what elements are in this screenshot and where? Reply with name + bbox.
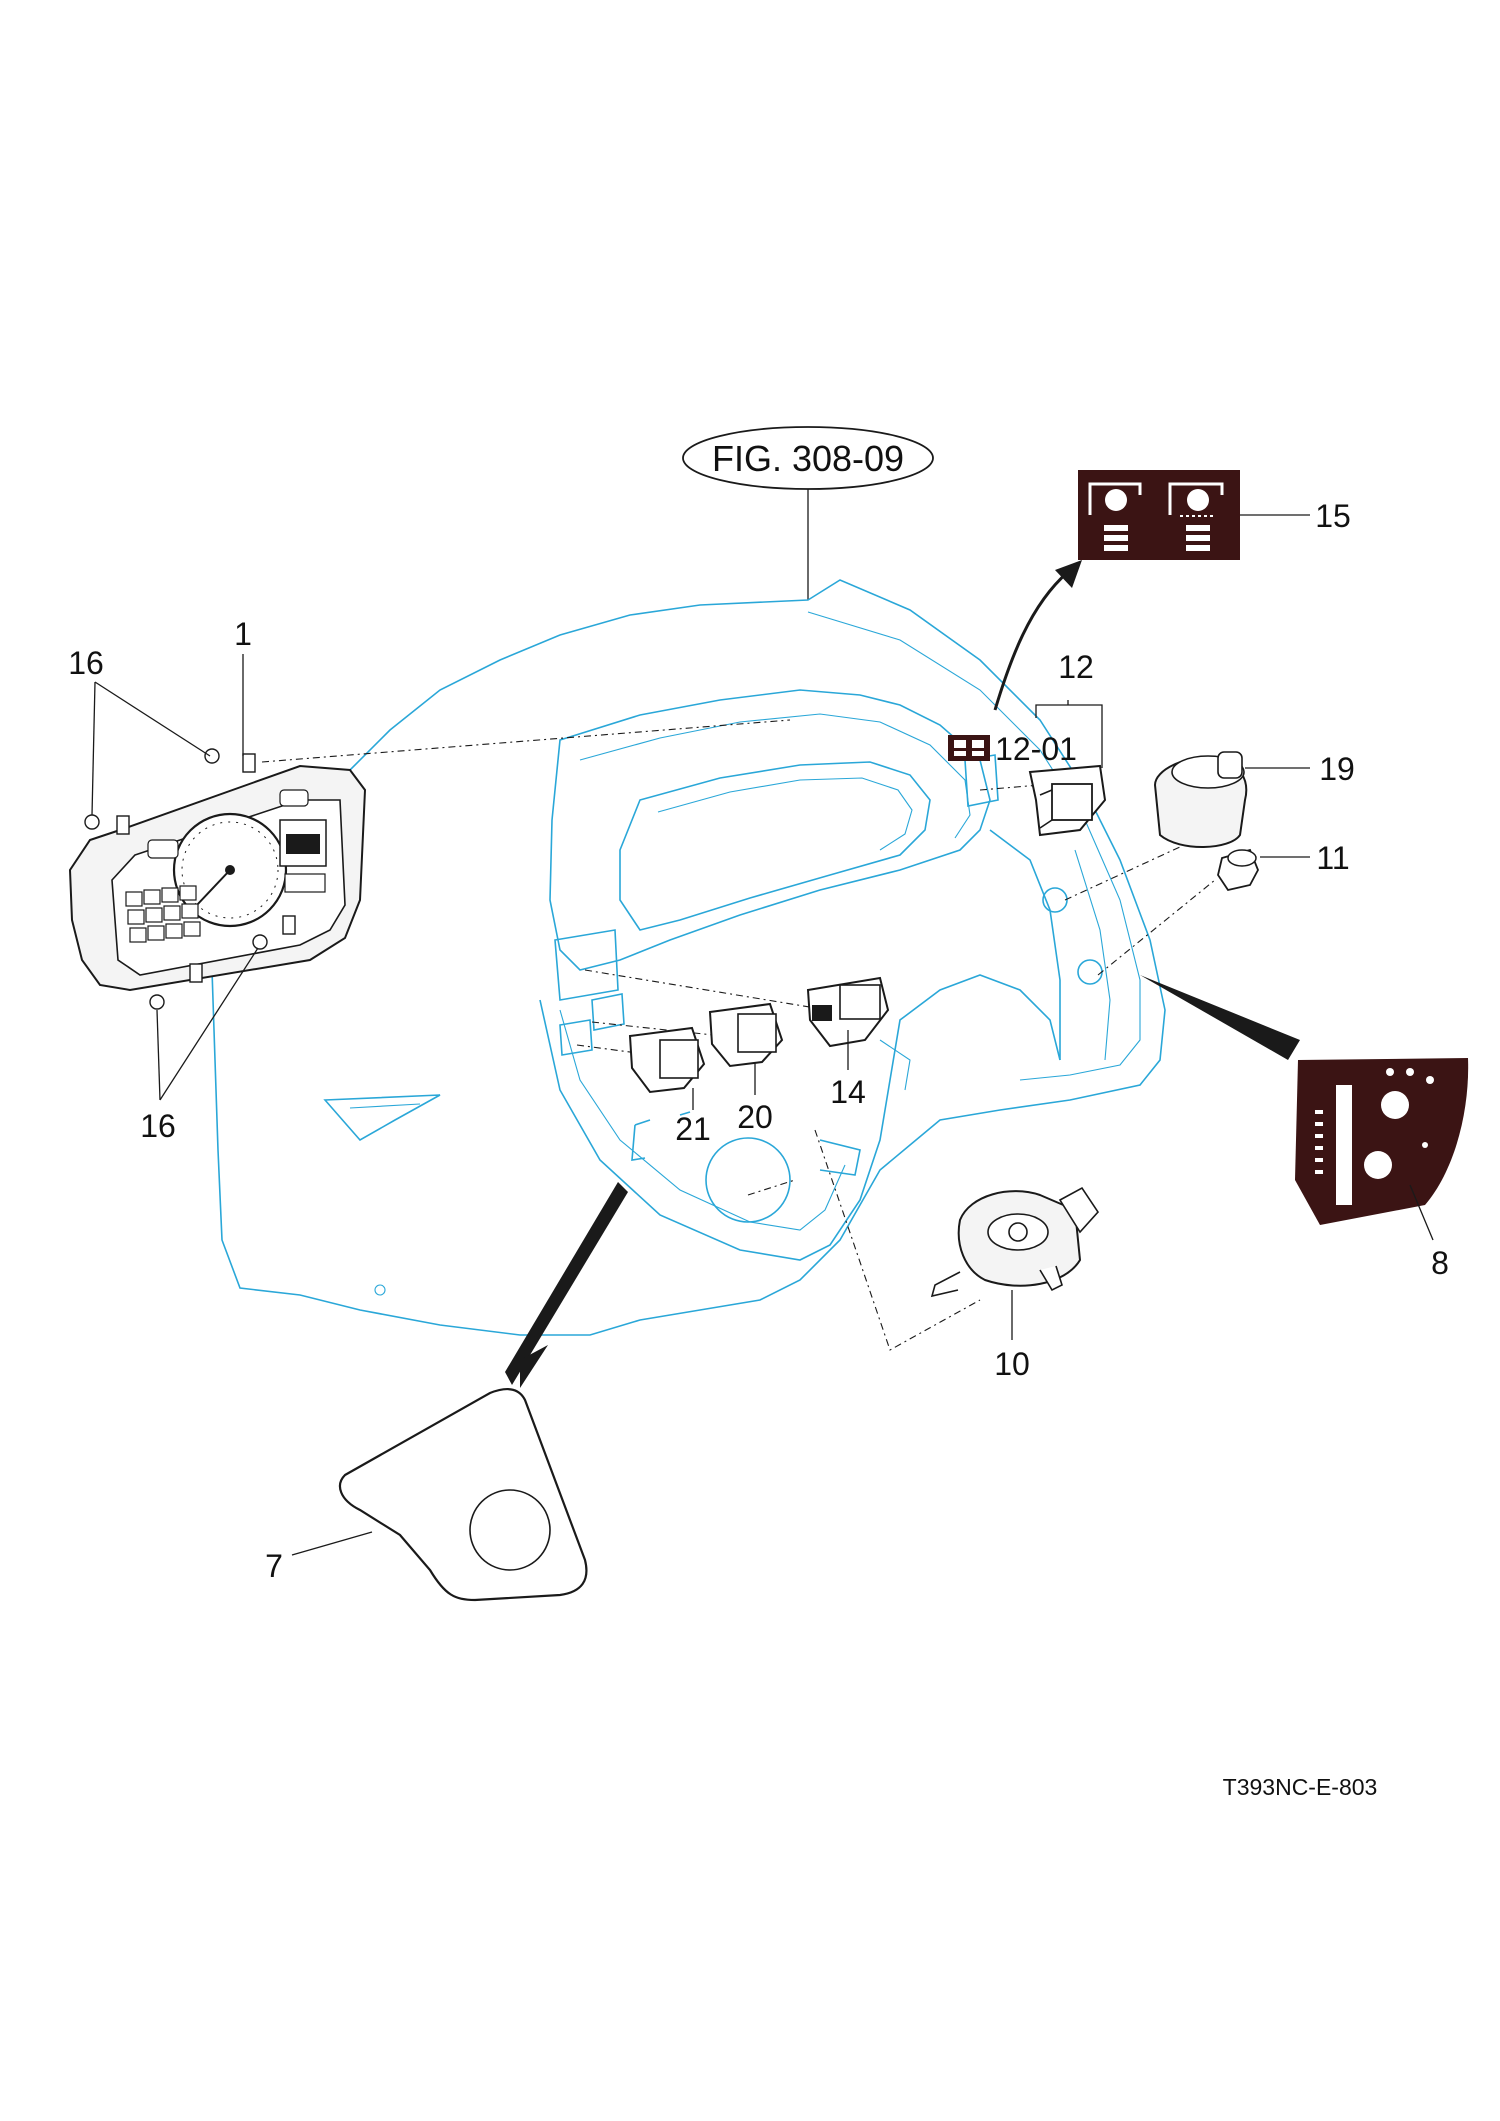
- key-switch-10[interactable]: [930, 1186, 1100, 1298]
- arrow-head-decal-15: [1055, 560, 1082, 588]
- callout-12: 12: [1058, 649, 1094, 685]
- warning-lamp-grid: [125, 885, 201, 943]
- callout-20: 20: [737, 1099, 773, 1135]
- pointer-decal-8: [1140, 975, 1300, 1060]
- decal-8[interactable]: [1295, 1058, 1469, 1225]
- arrow-to-decal-15: [993, 570, 1069, 711]
- callout-15: 15: [1315, 498, 1351, 534]
- switch-20[interactable]: [708, 1002, 784, 1068]
- switch-12[interactable]: [1028, 764, 1107, 837]
- callout-11: 11: [1316, 840, 1349, 876]
- callout-21: 21: [675, 1111, 711, 1147]
- callout-12-01: 12-01: [995, 731, 1077, 767]
- pointer-cover-plate-7-head: [520, 1345, 548, 1388]
- leader-lines: [91, 514, 1434, 1556]
- callout-7: 7: [265, 1548, 283, 1584]
- knob-11[interactable]: [1217, 848, 1259, 892]
- drawing-code: T393NC-E-803: [1223, 1774, 1378, 1800]
- callout-1: 1: [234, 616, 252, 652]
- switch-14[interactable]: [806, 976, 890, 1048]
- cover-plate-7[interactable]: [338, 1387, 588, 1602]
- callout-10: 10: [994, 1346, 1030, 1382]
- callout-labels: 1 16 16 12 12-01 15 19 11 8 10 14 20 21 …: [68, 498, 1449, 1584]
- figure-reference-label: FIG. 308-09: [712, 438, 904, 479]
- callout-16-bottom: 16: [140, 1108, 176, 1144]
- switch-21[interactable]: [628, 1026, 706, 1094]
- decal-15[interactable]: [1078, 470, 1240, 560]
- callout-16-top: 16: [68, 645, 104, 681]
- decal-12-01[interactable]: [948, 735, 990, 761]
- callout-19: 19: [1319, 751, 1355, 787]
- screw[interactable]: [84, 748, 268, 1010]
- callout-14: 14: [830, 1074, 866, 1110]
- figure-reference[interactable]: FIG. 308-09: [682, 426, 934, 490]
- knob-19[interactable]: [1153, 751, 1248, 848]
- dashboard-panel: [211, 579, 1166, 1336]
- callout-8: 8: [1431, 1245, 1449, 1281]
- instrument-cluster[interactable]: [68, 753, 367, 992]
- pointer-cover-plate-7: [505, 1182, 628, 1385]
